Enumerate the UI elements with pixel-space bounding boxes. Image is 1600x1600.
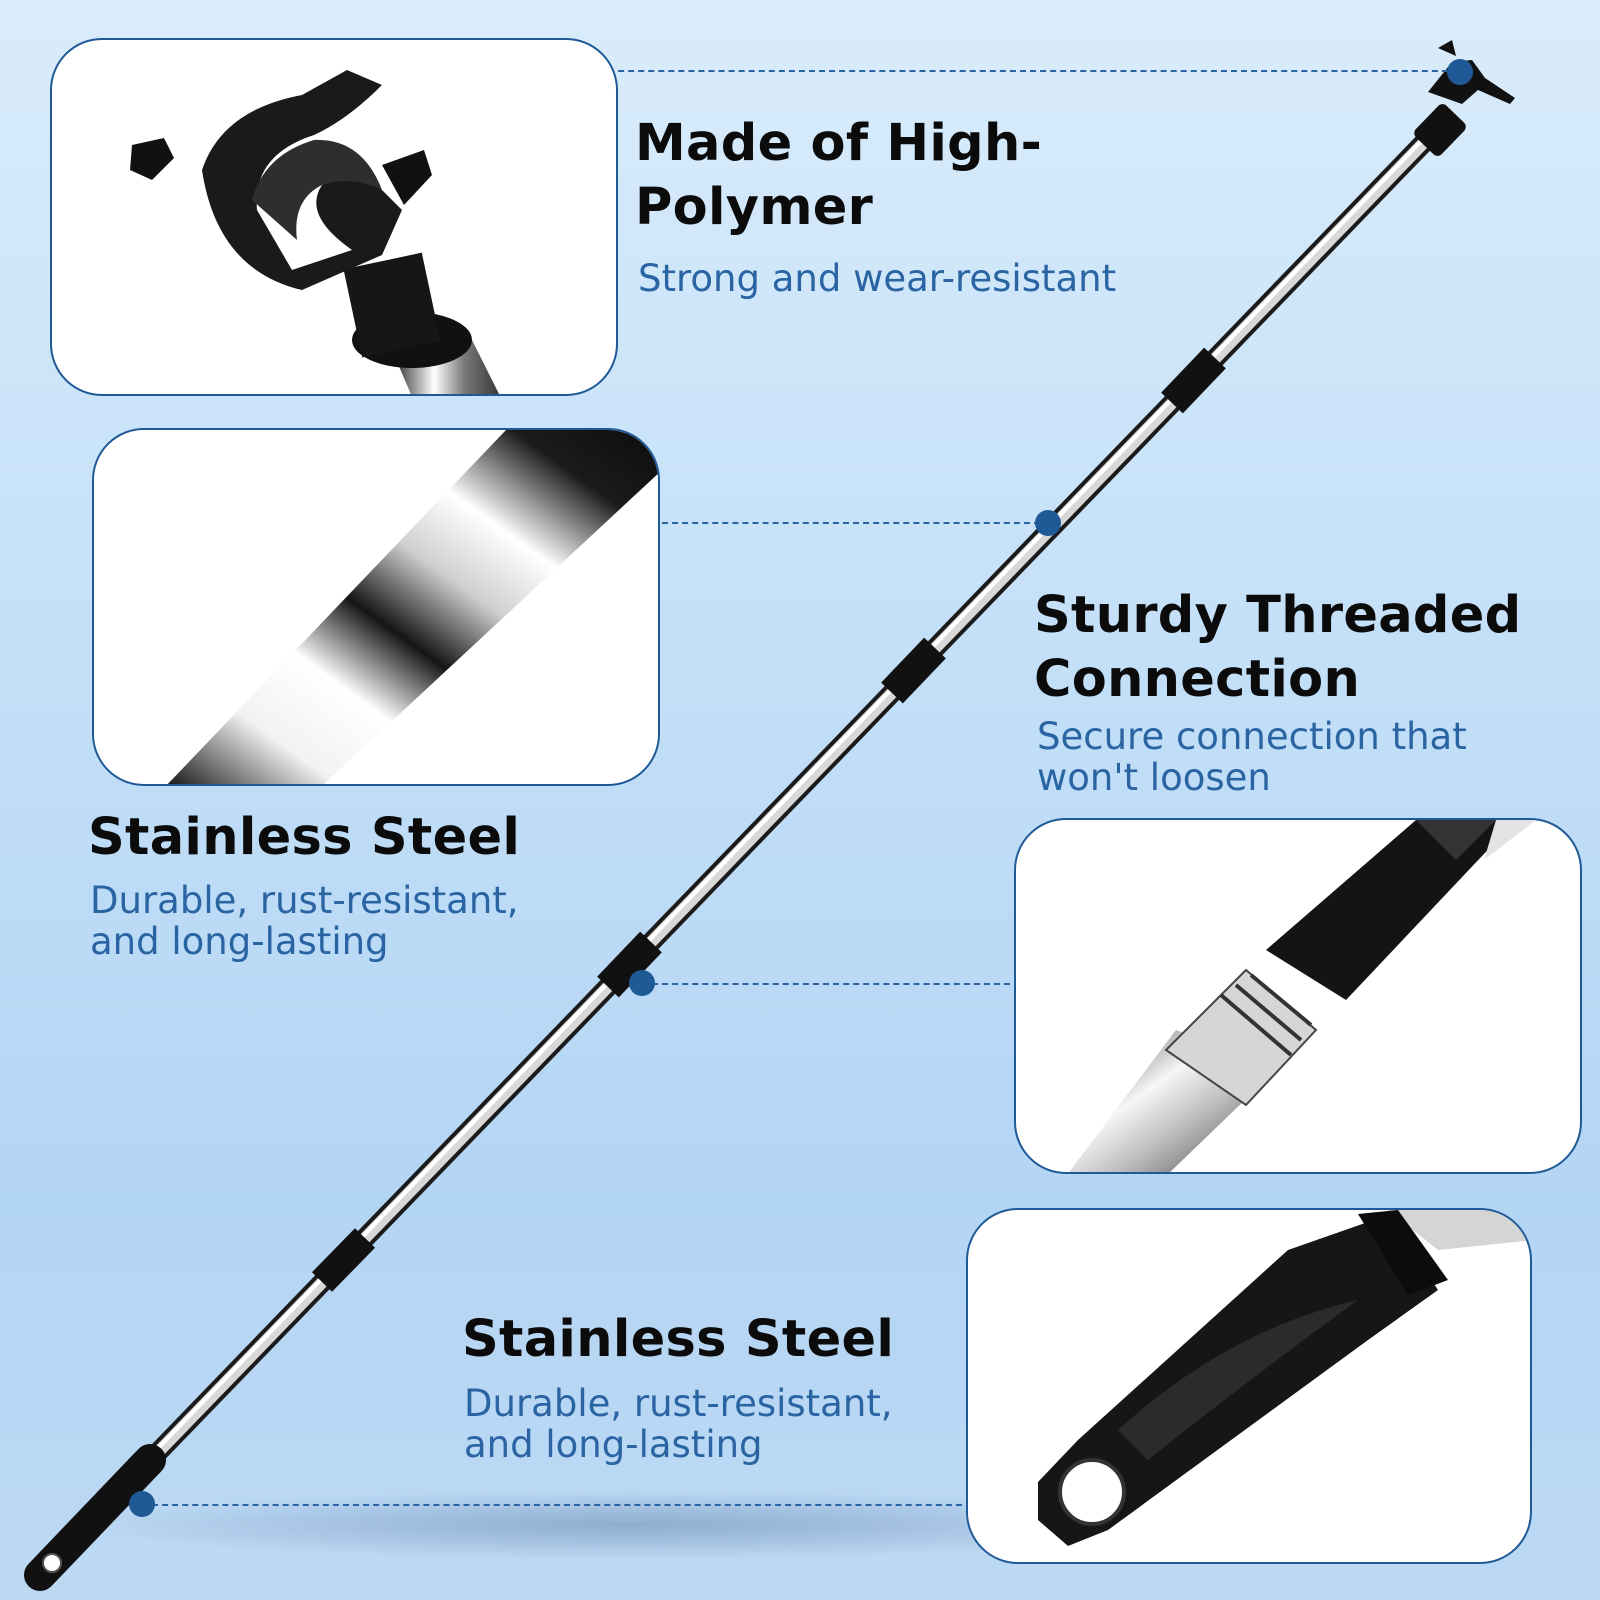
feature-subtitle-thread-line2: won't loosen — [1037, 756, 1271, 799]
callout-dot-thread — [629, 970, 655, 996]
feature-subtitle-steel-1: Durable, rust-resistant, and long-lastin… — [90, 880, 519, 962]
pole-joint — [311, 1228, 376, 1292]
feature-subtitle-polymer: Strong and wear-resistant — [638, 257, 1117, 300]
feature-subtitle-steel-2: Durable, rust-resistant, and long-lastin… — [464, 1383, 893, 1465]
feature-title-polymer-line2: Polymer — [635, 178, 874, 237]
callout-dot-hook — [1447, 59, 1473, 85]
closeup-panel-hook — [50, 38, 618, 396]
callout-line-upper-mid — [662, 522, 1040, 524]
pole-joint — [1161, 347, 1226, 414]
callout-dot-handle — [129, 1491, 155, 1517]
feature-subtitle-thread-line1: Secure connection that — [1037, 715, 1467, 758]
closeup-panel-thread — [1014, 818, 1582, 1174]
feature-subtitle-steel-1-line2: and long-lasting — [90, 920, 389, 963]
hook-closeup-illustration — [130, 70, 499, 394]
feature-title-thread-line2: Connection — [1034, 650, 1361, 709]
feature-subtitle-steel-2-line2: and long-lasting — [464, 1423, 763, 1466]
feature-title-steel-1: Stainless Steel — [88, 808, 521, 867]
feature-title-thread-line1: Sturdy Threaded — [1034, 586, 1522, 645]
steel-tube-illustration — [167, 430, 658, 784]
pole-hook-head — [1414, 40, 1515, 156]
feature-title-polymer-line1: Made of High- — [635, 114, 1043, 173]
thread-connection-illustration — [1069, 820, 1536, 1172]
feature-title-steel-2: Stainless Steel — [462, 1310, 895, 1369]
feature-subtitle-thread: Secure connection that won't loosen — [1037, 716, 1467, 798]
callout-line-bottom — [142, 1504, 972, 1506]
pole-joint — [597, 931, 662, 998]
callout-dot-upper-pole — [1035, 510, 1061, 536]
callout-line-top — [598, 70, 1458, 72]
feature-title-thread: Sturdy Threaded Connection — [1034, 584, 1521, 712]
closeup-panel-handle — [966, 1208, 1532, 1564]
feature-subtitle-steel-2-line1: Durable, rust-resistant, — [464, 1382, 893, 1425]
closeup-panel-steel-tube — [92, 428, 660, 786]
pole-joint — [881, 637, 946, 704]
handle-closeup-illustration — [1038, 1210, 1530, 1546]
callout-line-lower-mid — [642, 983, 1010, 985]
feature-subtitle-steel-1-line1: Durable, rust-resistant, — [90, 879, 519, 922]
feature-title-polymer: Made of High- Polymer — [635, 112, 1042, 240]
